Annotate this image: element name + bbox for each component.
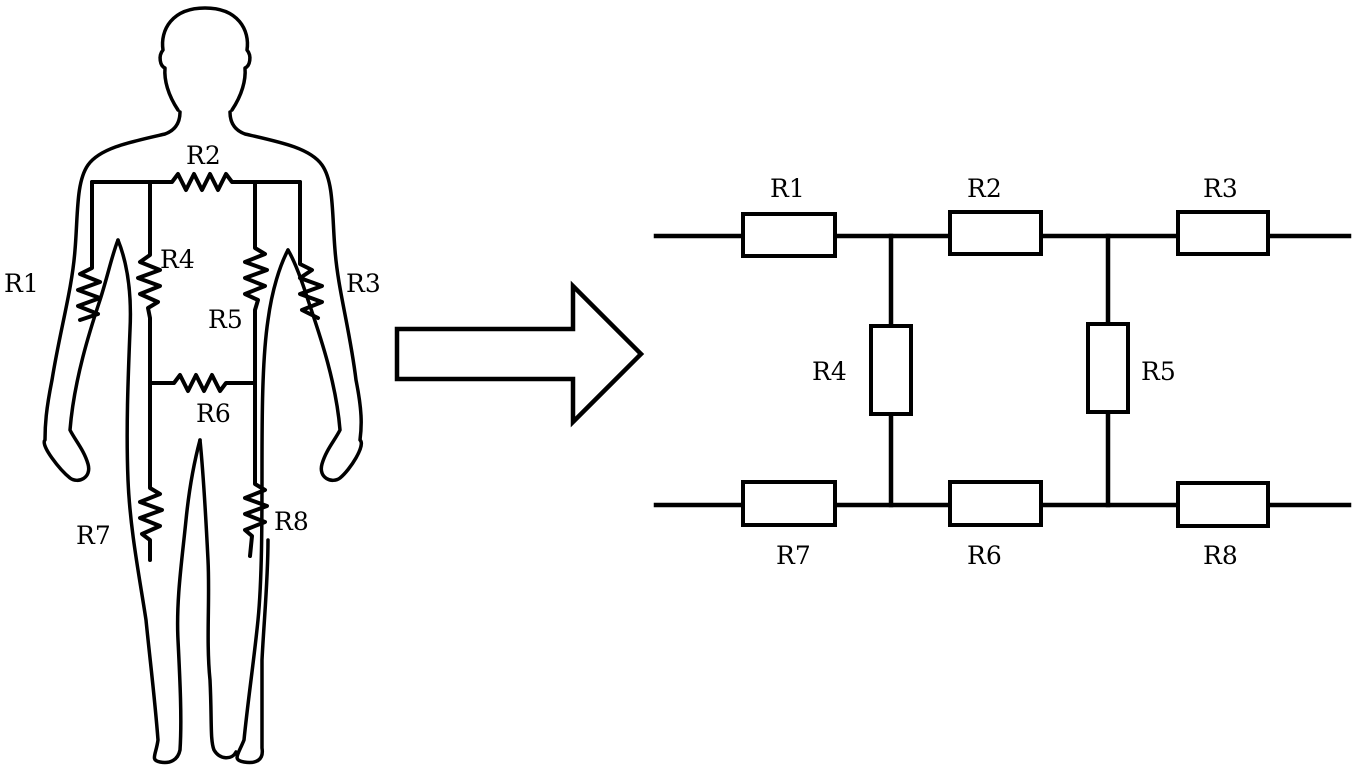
circuit-label-r1: R1 — [770, 174, 805, 203]
human-body-figure — [42, 6, 364, 765]
left-torso-wire — [136, 180, 162, 385]
left-torso-arm-outline — [42, 110, 182, 483]
left-leg-wire — [138, 381, 164, 562]
circuit-label-r7: R7 — [776, 541, 811, 570]
circuit-labels: R1 R2 R3 R4 R5 R6 R7 R8 — [770, 174, 1238, 570]
body-label-r2: R2 — [186, 141, 221, 170]
resistor-r7 — [741, 480, 837, 527]
body-label-r8: R8 — [274, 507, 309, 536]
circuit-label-r6: R6 — [967, 541, 1002, 570]
circuit-schematic — [653, 210, 1352, 528]
circuit-label-r5: R5 — [1141, 357, 1176, 386]
circuit-label-r8: R8 — [1203, 541, 1238, 570]
resistor-r3 — [1176, 210, 1270, 256]
body-labels: R1 R2 R3 R4 R5 R6 R7 R8 — [4, 141, 381, 550]
resistor-r8 — [1176, 481, 1270, 528]
left-inner-arm-outline — [116, 238, 202, 765]
right-torso-arm-outline — [228, 110, 364, 483]
body-label-r7: R7 — [76, 521, 111, 550]
hip-wire — [148, 373, 257, 393]
inner-leg-outline — [198, 438, 238, 760]
shoulder-wire — [90, 172, 302, 192]
resistor-r2 — [948, 210, 1043, 256]
circuit-label-r4: R4 — [812, 357, 847, 386]
right-torso-wire — [243, 180, 269, 385]
circuit-label-r3: R3 — [1203, 174, 1238, 203]
body-label-r4: R4 — [160, 245, 195, 274]
resistor-r4 — [869, 324, 913, 416]
body-resistor-network — [76, 172, 324, 562]
resistor-r5 — [1086, 322, 1130, 414]
circuit-label-r2: R2 — [967, 174, 1002, 203]
body-label-r5: R5 — [208, 305, 243, 334]
body-label-r6: R6 — [196, 399, 231, 428]
resistor-r1 — [741, 212, 837, 258]
body-label-r1: R1 — [4, 269, 39, 298]
head-outline — [158, 6, 252, 112]
body-label-r3: R3 — [346, 269, 381, 298]
left-arm-wire — [76, 180, 102, 322]
right-leg-wire — [243, 381, 269, 558]
right-inner-arm-outline — [235, 248, 290, 765]
right-arrow-icon — [394, 280, 645, 428]
resistor-r6 — [948, 480, 1043, 527]
right-arm-wire — [298, 180, 324, 320]
